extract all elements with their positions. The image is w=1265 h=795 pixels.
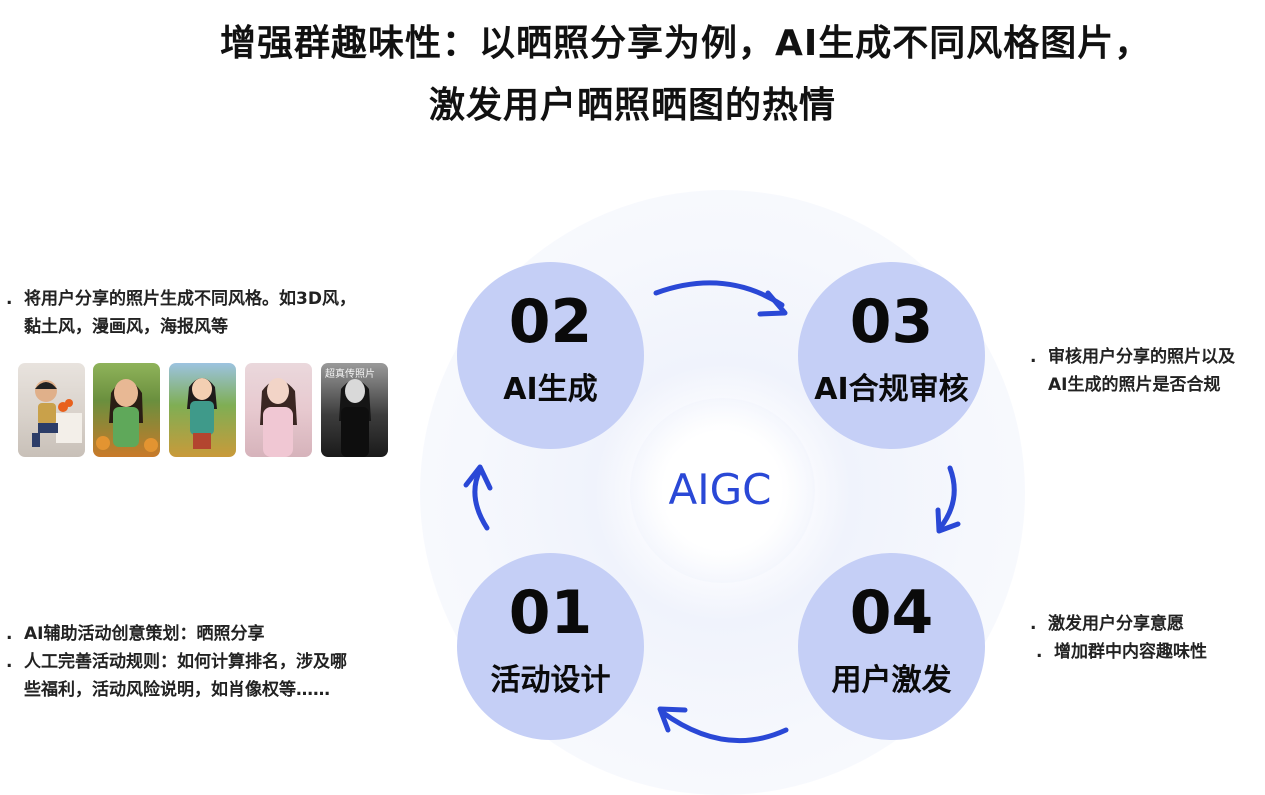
bullet-dot: . [6,289,13,309]
arrow-04-to-01-head-icon [657,706,688,733]
step-number: 04 [849,578,934,648]
note-text: AI生成的照片是否合规 [1048,375,1221,395]
arrow-01-to-02-head-icon [463,464,493,491]
note-text: 审核用户分享的照片以及 [1048,347,1235,367]
3d-figure-photo [18,363,85,457]
note-text: 将用户分享的照片生成不同风格。如3D风， [24,289,356,309]
note-text: 些福利，活动风险说明，如肖像权等…… [24,680,330,700]
arrow-02-to-03-icon [653,280,785,308]
center-aigc-label: AIGC [668,465,772,514]
note-text: 人工完善活动规则：如何计算排名，涉及哪 [24,652,347,672]
center-glow [630,398,815,583]
step-number: 01 [508,578,593,648]
clay-style-photo [93,363,160,457]
bullet-dot: . [6,624,13,644]
note-text: 激发用户分享意愿 [1048,614,1184,634]
comic-style-photo [169,363,236,457]
step-01-activity-design: 01 活动设计 [457,553,644,740]
step-label: AI生成 [503,372,598,407]
poster-photo-text: 超真传照片 [325,369,375,380]
page-title-line-1: 增强群趣味性：以晒照分享为例，AI生成不同风格图片， [220,23,1152,64]
step-04-user-activation: 04 用户激发 [798,553,985,740]
bullet-dot: . [1036,642,1043,662]
note-user-activation: .激发用户分享意愿 .增加群中内容趣味性 [1028,610,1265,666]
step-label: 用户激发 [831,663,952,698]
bullet-dot: . [1030,614,1037,634]
step-number: 03 [849,287,934,357]
note-ai-compliance: . 审核用户分享的照片以及 AI生成的照片是否合规 [1028,343,1265,399]
note-text: AI辅助活动创意策划：晒照分享 [24,624,265,644]
arrow-03-to-04-head-icon [935,507,961,534]
bullet-dot: . [1030,347,1037,367]
page-title-line-2: 激发用户晒照晒图的热情 [428,85,836,126]
arrow-03-to-04-icon [937,465,957,531]
step-number: 02 [508,287,593,357]
note-ai-generation: . 将用户分享的照片生成不同风格。如3D风， 黏土风，漫画风，海报风等 [4,285,424,341]
portrait-photo [245,363,312,457]
bullet-dot: . [6,652,13,672]
step-label: AI合规审核 [814,372,969,407]
note-activity-design: . AI辅助活动创意策划：晒照分享 . 人工完善活动规则：如何计算排名，涉及哪 些福… [4,620,424,704]
arrow-04-to-01-icon [659,709,789,743]
poster-style-photo: 超真传照片 [321,363,388,457]
step-03-ai-compliance-review: 03 AI合规审核 [798,262,985,449]
note-text: 增加群中内容趣味性 [1054,642,1207,662]
note-text: 黏土风，漫画风，海报风等 [24,317,228,337]
arrow-02-to-03-head-icon [757,290,788,317]
arrow-01-to-02-icon [472,467,490,531]
step-02-ai-generation: 02 AI生成 [457,262,644,449]
step-label: 活动设计 [490,663,611,698]
